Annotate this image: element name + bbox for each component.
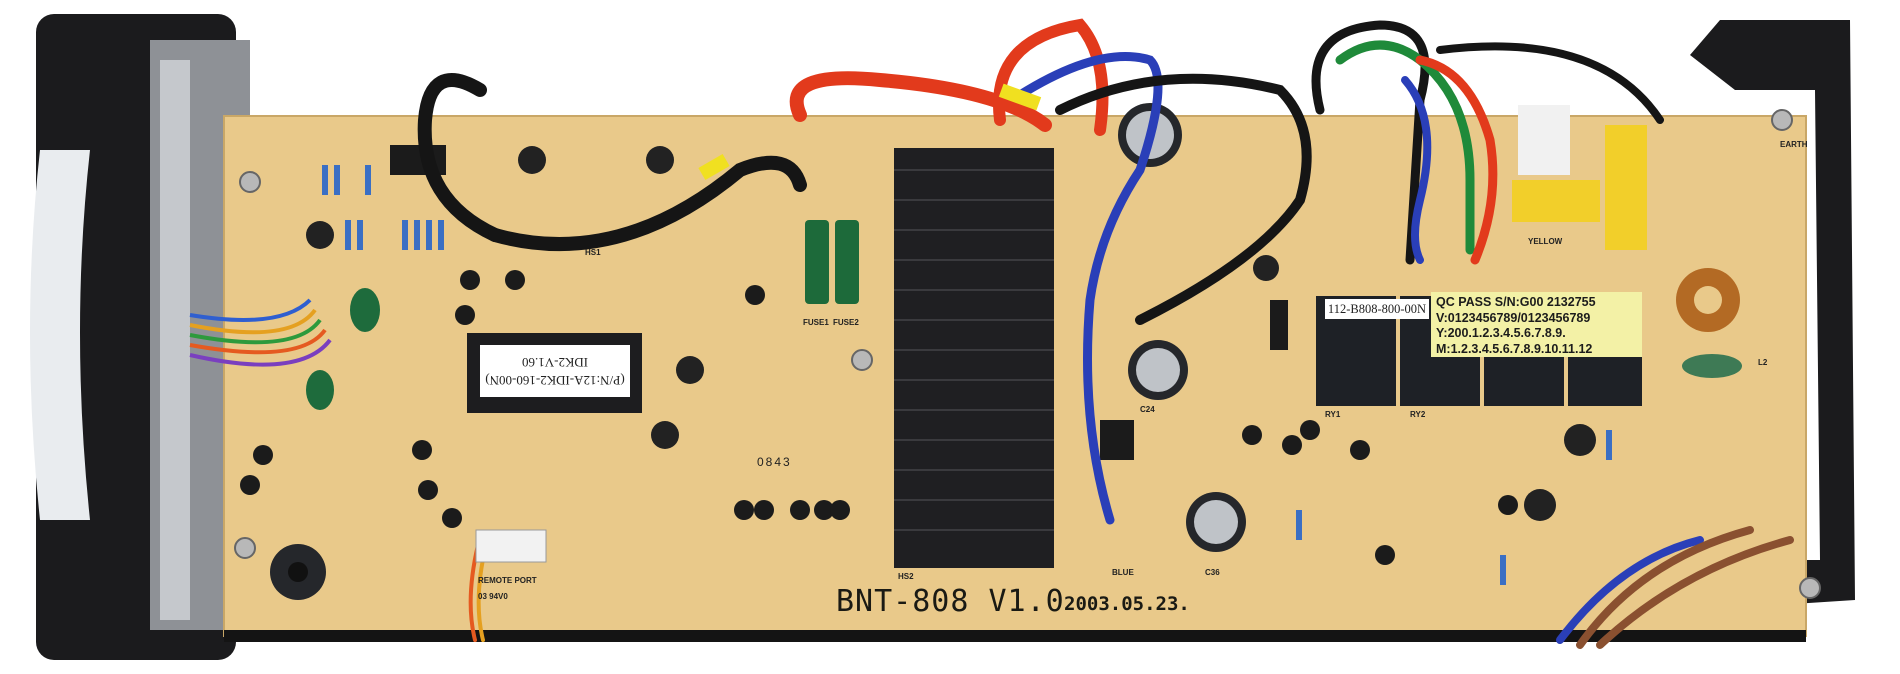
qc-line-1: QC PASS S/N:G00 2132755: [1436, 295, 1596, 309]
silk-ul: 03 94V0: [478, 592, 508, 601]
board-model-version: BNT-808 V1.0: [836, 584, 1065, 619]
silk-earth: EARTH: [1780, 140, 1808, 149]
silk-remote-port: REMOTE PORT: [478, 576, 537, 585]
silk-fuse2: FUSE2: [833, 318, 859, 327]
qc-line-2: V:0123456789/0123456789: [1436, 310, 1591, 325]
firmware-chip-label: (P/N:12A-IDK2-160-00N) IDK2-V1.60: [480, 345, 630, 397]
silk-yellow: YELLOW: [1528, 237, 1563, 246]
wires: [417, 18, 1794, 649]
heatsink: [894, 148, 1054, 568]
fuses: [805, 220, 859, 304]
silk-l2: L2: [1758, 358, 1768, 367]
left-end-cap: [30, 14, 250, 660]
silk-ry1: RY1: [1325, 410, 1341, 419]
qc-line-3: Y:200.1.2.3.4.5.6.7.8.9.: [1436, 326, 1566, 340]
silk-blue: BLUE: [1112, 568, 1134, 577]
silk-hs1: HS1: [585, 248, 601, 257]
firmware-part-number: (P/N:12A-IDK2-160-00N): [485, 373, 625, 388]
silk-c36: C36: [1205, 568, 1220, 577]
right-bracket: [1690, 20, 1855, 610]
part-number-label: 112-B808-800-00N: [1325, 299, 1429, 319]
silk-ry2: RY2: [1410, 410, 1426, 419]
board-model: BNT-808: [836, 584, 970, 619]
qc-label: QC PASS S/N:G00 2132755 V:0123456789/012…: [1431, 292, 1642, 357]
silk-date-stamp: 0843: [757, 455, 792, 469]
ribbon-wires-left: [189, 298, 332, 367]
mounting-screws: [234, 109, 1821, 599]
firmware-version: IDK2-V1.60: [521, 355, 589, 370]
silk-fuse1: FUSE1: [803, 318, 829, 327]
board-date: 2003.05.23.: [1064, 593, 1190, 615]
board-version: V1.0: [988, 584, 1065, 619]
silk-c24: C24: [1140, 405, 1155, 414]
silk-hs2: HS2: [898, 572, 914, 581]
qc-line-4: M:1.2.3.4.5.6.7.8.9.10.11.12: [1436, 341, 1593, 356]
